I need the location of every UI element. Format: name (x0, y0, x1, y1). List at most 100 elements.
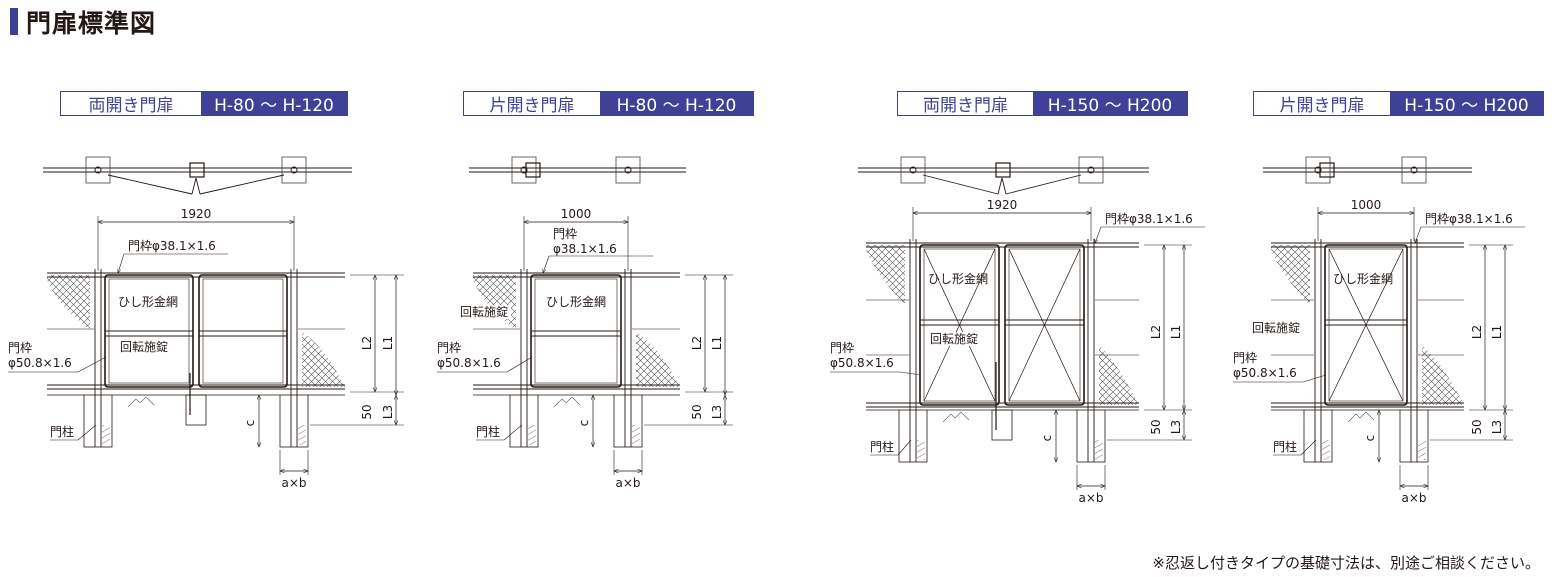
rotary-lock-label: 回転施錠 (120, 339, 168, 354)
side-frame-label: φ50.8×1.6 (1233, 366, 1297, 380)
leader (897, 439, 912, 456)
brace (1328, 248, 1404, 402)
ground-symbol (1347, 411, 1375, 423)
footing-hatch (1322, 440, 1330, 460)
panel-1-header: 両開き門扉 H-80 ～ H-120 (60, 91, 348, 116)
plan-hinge-icon (520, 166, 528, 174)
height-range-label: H-150 ～ H200 (1033, 92, 1187, 116)
dim-50-label: 50 (1470, 419, 1484, 434)
leader (1302, 374, 1327, 383)
lock-label-bg (459, 305, 511, 319)
plan-view (469, 156, 686, 184)
leader (191, 177, 197, 195)
ab-label: a×b (1078, 491, 1103, 505)
drop-rod-footing (991, 409, 1013, 441)
c-label: c (1040, 435, 1054, 442)
ground-symbol (942, 411, 970, 423)
leader (77, 356, 107, 373)
top-frame-label: 門枠 (553, 227, 577, 241)
gate-type-label: 片開き門扉 (464, 92, 600, 116)
ground-symbol (127, 396, 155, 408)
plan-post-footing (900, 156, 926, 184)
footing-hatch (632, 425, 640, 445)
post-label: 門柱 (50, 424, 74, 439)
plan-latch-icon (525, 162, 541, 178)
leader (1095, 226, 1102, 243)
c-label: c (1363, 435, 1377, 442)
side-frame-label: φ50.8×1.6 (437, 356, 501, 370)
dim-50-label: 50 (360, 404, 374, 419)
post-footing (509, 394, 539, 448)
footing-hatch (528, 425, 536, 445)
mesh-hatch-right (636, 332, 680, 387)
dim-50-label: 50 (1149, 419, 1163, 434)
plan-view (43, 156, 352, 195)
post-footing (1399, 409, 1429, 463)
L2-label: L2 (1149, 325, 1163, 339)
top-frame-label: 門枠φ38.1×1.6 (1425, 212, 1513, 226)
width-value: 1920 (987, 198, 1018, 212)
leader (997, 177, 1003, 195)
mesh-hatch-left (1271, 245, 1310, 305)
height-range-label: H-150 ～ H200 (1390, 92, 1543, 116)
L2-label: L2 (1470, 325, 1484, 339)
mesh-hatch-left (866, 245, 905, 305)
L3-label: L3 (381, 405, 395, 419)
leader (503, 424, 523, 441)
brace (1008, 248, 1081, 402)
footing-hatch (1095, 440, 1103, 460)
leader (922, 174, 999, 195)
width-value: 1920 (181, 207, 212, 221)
panel-3-header: 両開き門扉 H-150 ～ H200 (897, 91, 1188, 116)
plan-post-footing (615, 156, 641, 184)
plan-post-footing (1305, 156, 1331, 184)
leader (1300, 439, 1317, 456)
rotary-lock-label: 回転施錠 (1252, 320, 1300, 335)
gate-type-label: 両開き門扉 (898, 92, 1033, 116)
c-label: c (577, 420, 591, 427)
footing-hatch (1418, 440, 1426, 460)
mesh-label: ひし形金網 (928, 271, 988, 286)
plan-hinge-icon (94, 166, 102, 174)
gate-type-label: 両開き門扉 (61, 92, 201, 116)
lock-label-bg (119, 340, 171, 354)
leader (1005, 174, 1082, 195)
post-label: 門柱 (1273, 439, 1297, 454)
drop-rod-footing (185, 394, 207, 426)
post-footing (279, 394, 309, 448)
gate-type-label: 片開き門扉 (1254, 92, 1390, 116)
ab-label: a×b (281, 476, 306, 490)
lock-label-bg (929, 332, 981, 346)
leader (77, 424, 97, 441)
L3-label: L3 (1490, 420, 1504, 434)
post-footing (1076, 409, 1106, 463)
L3-label: L3 (1169, 420, 1183, 434)
brace (923, 248, 996, 402)
footnote: ※忍返し付きタイプの基礎寸法は、別途ご相談ください。 (1152, 554, 1540, 572)
panel-4-header: 片開き門扉 H-150 ～ H200 (1253, 91, 1544, 116)
dim-50-label: 50 (690, 404, 704, 419)
L2-label: L2 (360, 336, 374, 350)
mesh-hatch-right (1099, 345, 1139, 405)
L3-label: L3 (710, 405, 724, 419)
mesh-hatch-left (47, 275, 90, 330)
width-value: 1000 (561, 207, 592, 221)
rotary-lock-label: 回転施錠 (460, 304, 508, 319)
leader (195, 177, 201, 195)
plan-post-footing (281, 156, 307, 184)
c-label: c (243, 420, 257, 427)
rotary-lock-label: 回転施錠 (930, 331, 978, 346)
leader (118, 253, 125, 273)
plan-view (1263, 156, 1472, 184)
post-label: 門柱 (870, 439, 894, 454)
plan-hinge-icon (909, 166, 917, 174)
side-frame-label: 門枠 (437, 341, 461, 355)
side-frame-label: φ50.8×1.6 (830, 356, 894, 370)
L1-label: L1 (710, 336, 724, 350)
plan-hinge-icon (1314, 166, 1322, 174)
plan-latch-icon (995, 162, 1011, 178)
mesh-label: ひし形金網 (1333, 271, 1393, 286)
